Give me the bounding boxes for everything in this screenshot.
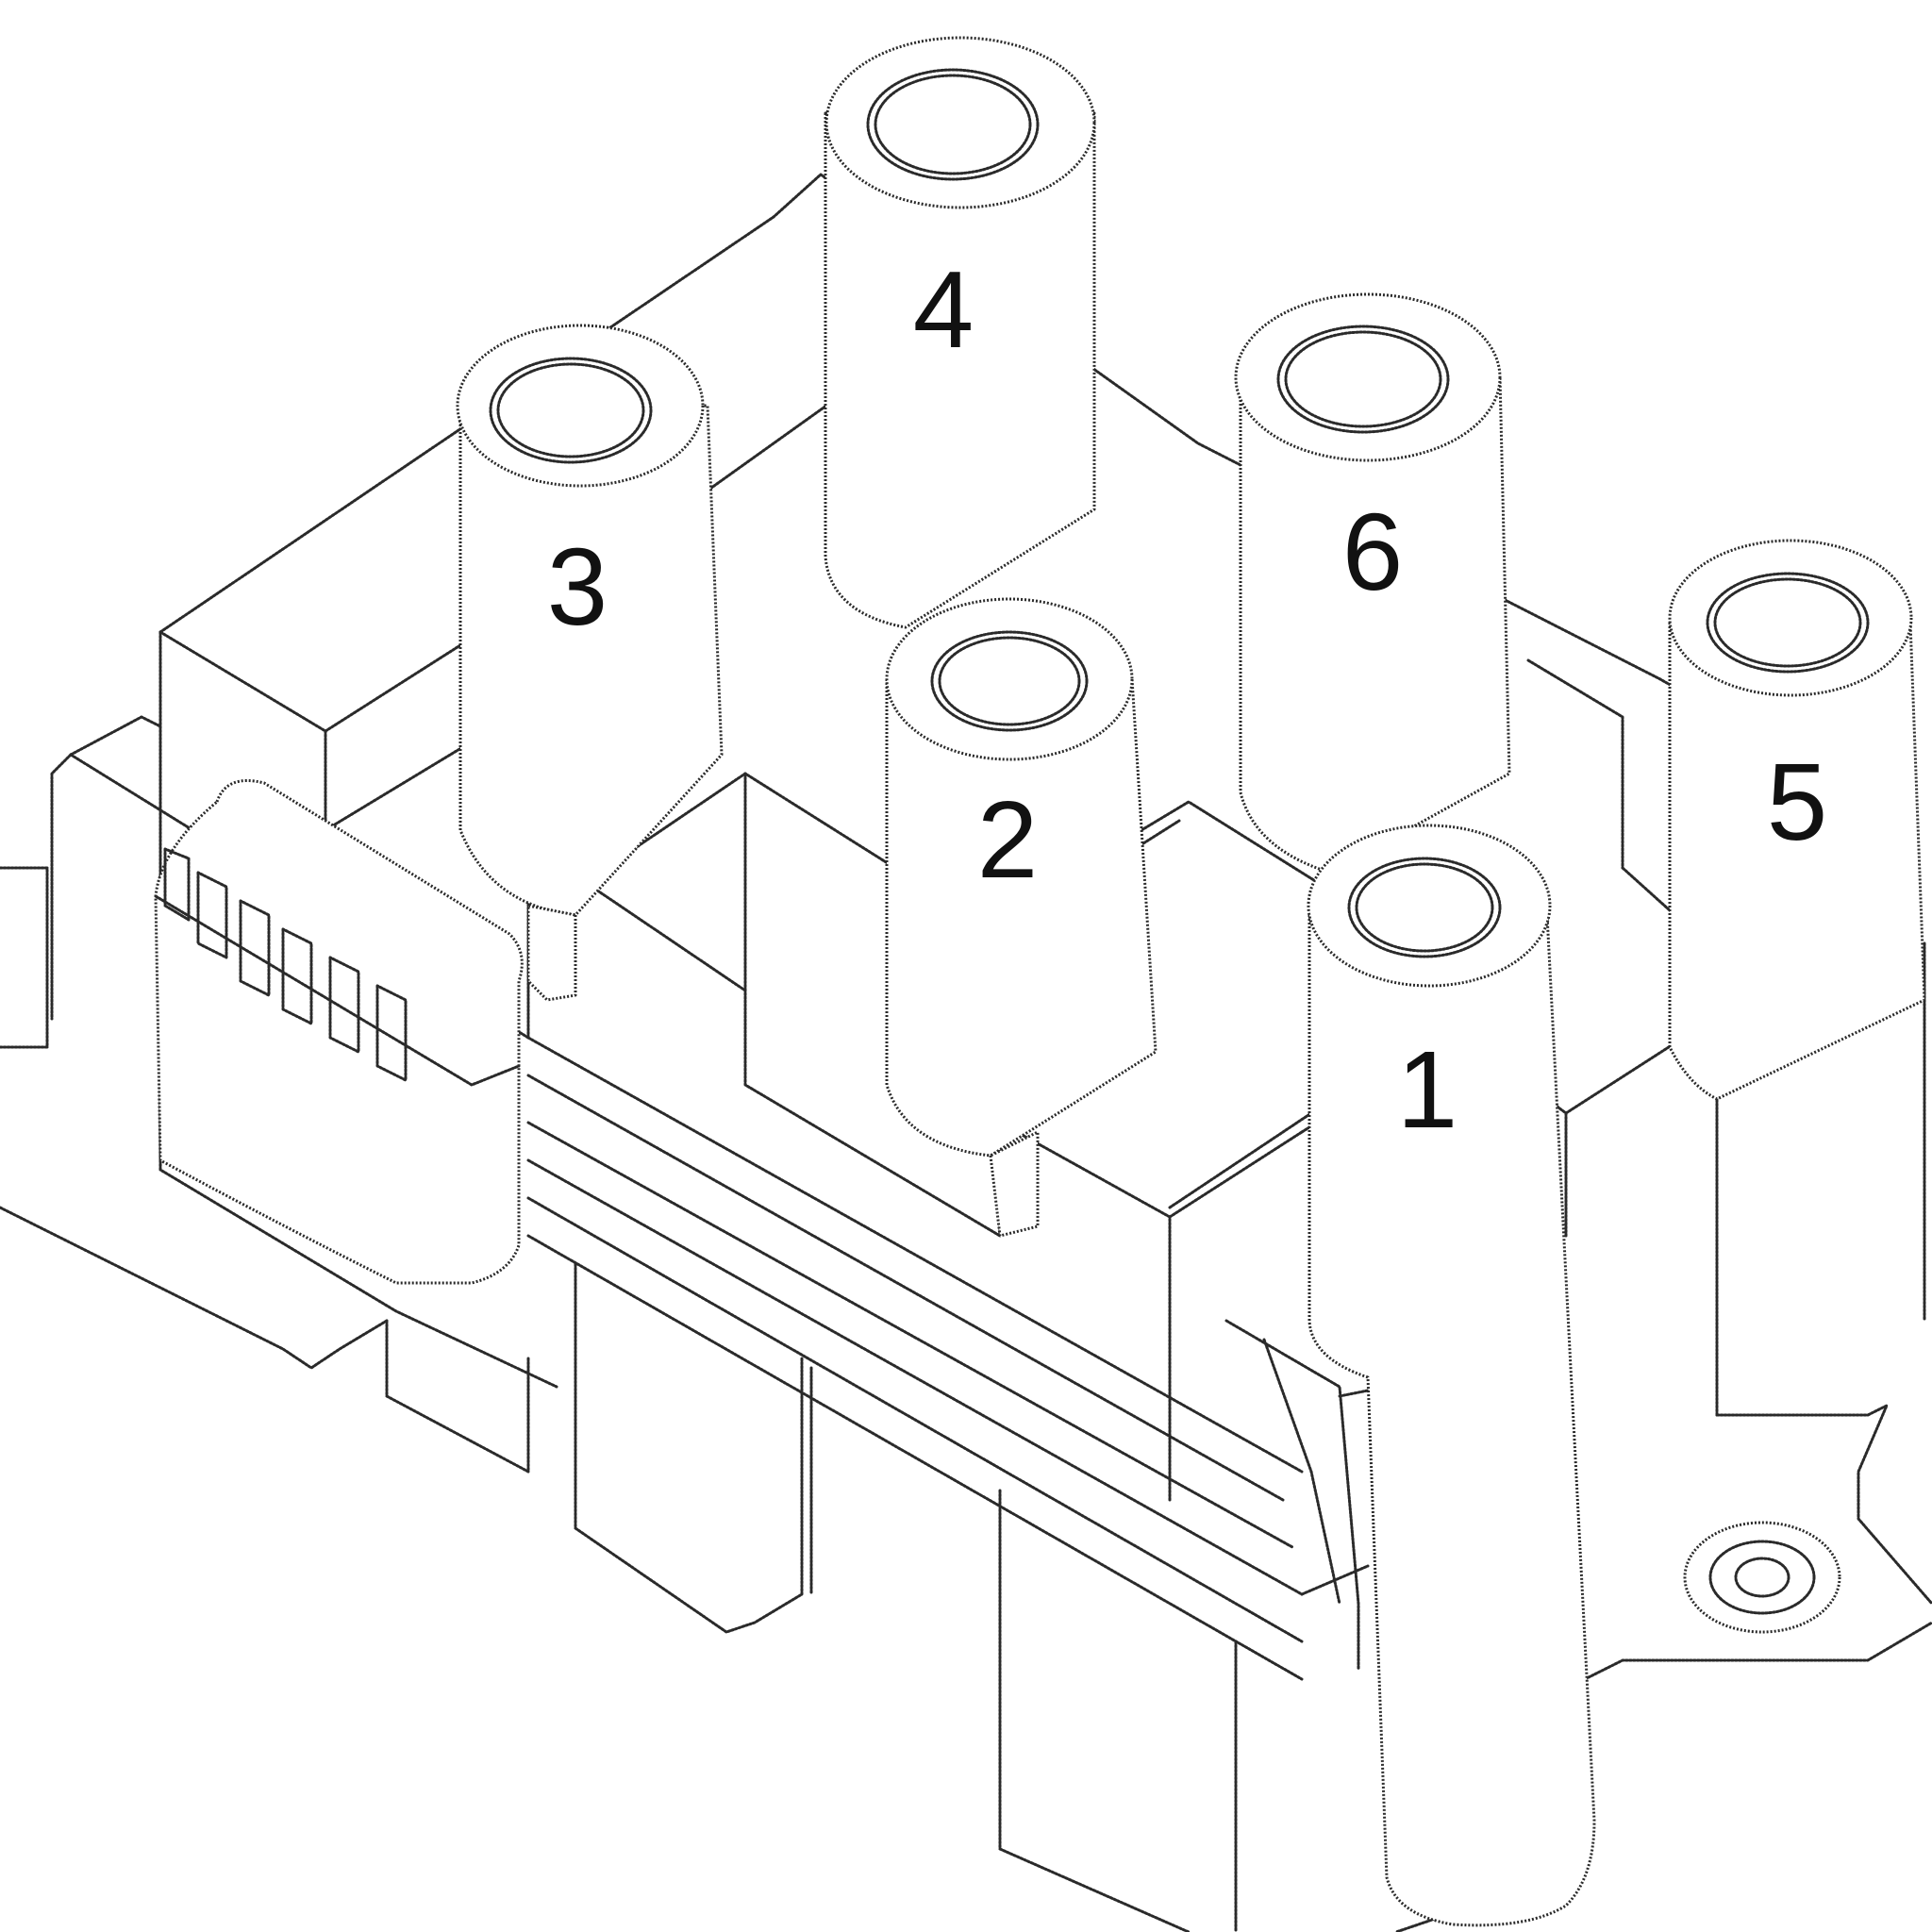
coil-tower-4: 4 (824, 36, 1096, 629)
connector-pins (163, 847, 408, 1082)
tower-2-label: 2 (977, 778, 1039, 901)
coil-tower-3: 3 (456, 324, 724, 1002)
tower-4-label: 4 (913, 248, 974, 371)
mounting-hole (1683, 1521, 1841, 1634)
coil-tower-2: 2 (885, 597, 1158, 1238)
electrical-connector (154, 779, 524, 1285)
coil-tower-6: 6 (1234, 292, 1511, 874)
tower-5-label: 5 (1767, 741, 1828, 863)
coil-tower-5: 5 (1668, 539, 1926, 1101)
tower-3-label: 3 (547, 525, 608, 648)
tower-1-label: 1 (1397, 1028, 1458, 1151)
tower-6-label: 6 (1342, 491, 1404, 613)
coil-tower-1: 1 (1307, 824, 1596, 1927)
